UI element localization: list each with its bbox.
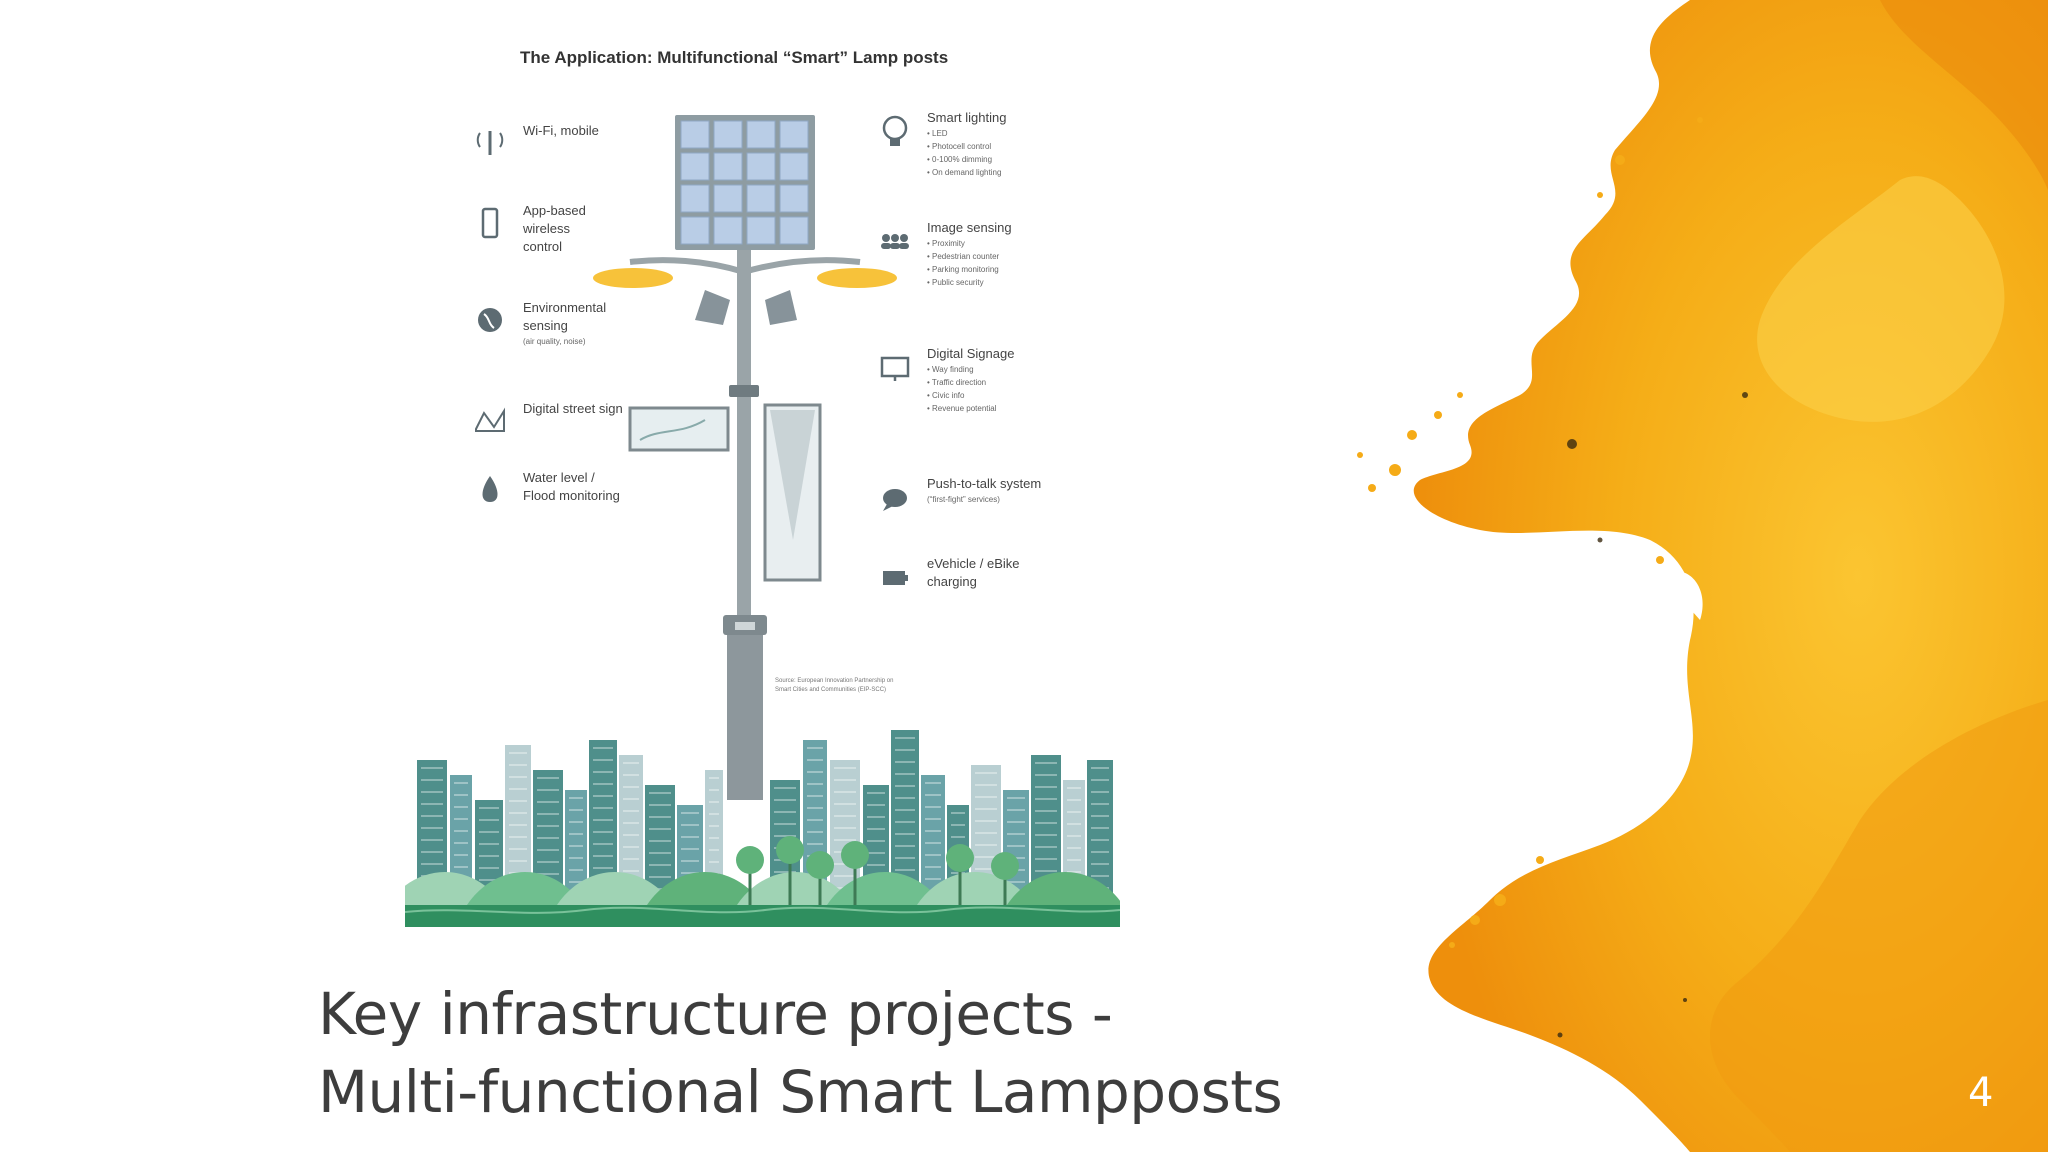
right-feature-4-line-1: Push-to-talk system [927,476,1041,491]
lamp-right [817,268,897,288]
globe-icon [478,308,502,332]
antenna-icon [476,131,504,155]
left-feature-3-line-2: sensing [523,318,568,333]
lamppost [593,115,897,800]
source-line-1: Source: European Innovation Partnership … [775,678,893,684]
right-feature-2-bullet-2: • Pedestrian counter [927,252,1000,261]
right-feature-3-bullet-1: • Way finding [927,365,974,374]
pole-upper [737,250,751,680]
left-feature-5-line-2: Flood monitoring [523,488,620,503]
digital-signage [763,403,822,582]
right-feature-2-bullet-3: • Parking monitoring [927,265,999,274]
right-feature-1-bullet-1: • LED [927,129,948,138]
right-feature-3-line-1: Digital Signage [927,346,1014,361]
source-line-2: Smart Cities and Communities (EIP-SCC) [775,687,886,693]
pole-base [727,615,763,800]
left-feature-3-sub: (air quality, noise) [523,337,586,346]
solar-cells [680,120,809,245]
slide-title-line-2: Multi-functional Smart Lampposts [318,1058,1283,1126]
left-feature-2-line-3: control [523,239,562,254]
left-feature-5-line-1: Water level / [523,470,595,485]
lamp-left [593,268,673,288]
water-drop-icon [482,476,498,502]
right-feature-2-bullet-4: • Public security [927,278,984,287]
left-feature-4-line-1: Digital street sign [523,401,623,416]
solar-panel [675,115,815,250]
infographic-title: The Application: Multifunctional “Smart”… [520,48,948,67]
right-feature-5-line-1: eVehicle / eBike [927,556,1020,571]
right-feature-1-line-1: Smart lighting [927,110,1006,125]
page-number: 4 [1968,1070,1994,1116]
left-feature-1-line-1: Wi-Fi, mobile [523,123,599,138]
left-feature-3-line-1: Environmental [523,300,606,315]
right-feature-3-bullet-4: • Revenue potential [927,404,997,413]
lightbulb-icon [882,115,908,146]
smartphone-icon [481,207,499,239]
left-feature-2-line-1: App-based [523,203,586,218]
slide-title-line-1: Key infrastructure projects - [318,980,1113,1048]
right-feature-1-bullet-4: • On demand lighting [927,168,1001,177]
people-icon [881,234,909,249]
left-feature-2-line-2: wireless [522,221,570,236]
monitor-icon [880,356,910,381]
right-feature-5-line-2: charging [927,574,977,589]
slide-title: Key infrastructure projects - Multi-func… [318,975,1418,1131]
right-feature-list: Smart lighting • LED • Photocell control • … [880,110,1041,589]
right-feature-1-bullet-2: • Photocell control [927,142,991,151]
right-feature-3-bullet-3: • Civic info [927,391,965,400]
map-icon [475,407,505,432]
right-feature-2-line-1: Image sensing [927,220,1012,235]
smart-lamppost-infographic: The Application: Multifunctional “Smart”… [405,40,1120,945]
speech-bubble-icon [883,489,907,511]
right-feature-1-bullet-3: • 0-100% dimming [927,155,992,164]
trees [736,836,1019,908]
right-feature-2-bullet-1: • Proximity [927,239,965,248]
right-feature-4-bullet-1: (“first-fight” services) [927,495,1000,504]
right-feature-3-bullet-2: • Traffic direction [927,378,986,387]
battery-icon [883,571,908,585]
